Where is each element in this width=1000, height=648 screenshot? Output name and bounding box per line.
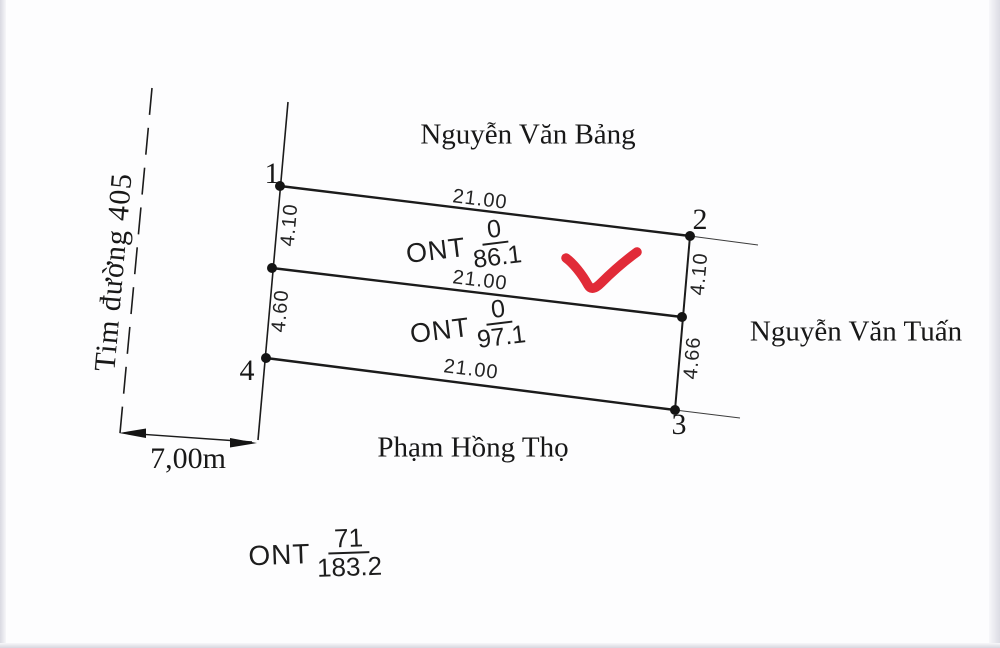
road-width-label: 7,00m [150,442,226,475]
photo-right-edge [989,0,1000,648]
land-use-code: ONT [408,311,472,349]
corner-label-1: 1 [264,157,280,190]
corner-point-4 [261,353,271,363]
corner-label-3: 3 [671,408,687,441]
corner-point-2 [685,231,695,241]
plot-divider-edge [271,266,683,319]
parcel-fraction: 0 97.1 [470,293,529,353]
corner-point-3 [670,405,680,415]
neighbor-owner-right: Nguyễn Văn Tuấn [749,315,963,348]
dimension-right-upper: 4.10 [686,251,713,297]
corner-point-1 [275,181,285,191]
land-use-code: ONT [404,231,468,269]
parcel-fraction: 71 183.2 [314,522,385,583]
extension-line-corner3 [674,409,741,419]
dimension-arrowhead-right [230,438,257,448]
photo-left-edge [0,0,6,648]
parcel-area: 183.2 [316,550,383,583]
parcel-number: 71 [327,522,370,555]
photo-bottom-edge [0,643,1000,648]
break-point-right [677,312,687,322]
parcel-area: 97.1 [475,320,528,354]
neighbor-owner-bottom: Phạm Hồng Thọ [377,431,569,464]
parcel-fraction: 0 86.1 [466,213,525,273]
dimension-left-upper: 4.10 [276,202,303,248]
neighbor-owner-top: Nguyễn Văn Bảng [420,118,636,151]
land-use-code: ONT [247,538,312,572]
plot-right-edge [674,235,691,411]
parcel-label-combined: ONT 71 183.2 [247,522,385,585]
corner-label-4: 4 [239,354,255,387]
checkmark-icon [561,247,642,293]
plot-bottom-edge [265,356,676,412]
dimension-right-lower: 4.66 [679,335,706,381]
dimension-arrowhead-left [119,428,146,438]
corner-label-2: 2 [692,203,708,236]
road-centerline-dashed [119,87,153,434]
dimension-left-lower: 4.60 [267,288,294,334]
extension-line-corner2 [689,235,759,246]
break-point-left [267,263,277,273]
parcel-area: 86.1 [471,240,524,274]
plot-top-edge [279,184,691,238]
